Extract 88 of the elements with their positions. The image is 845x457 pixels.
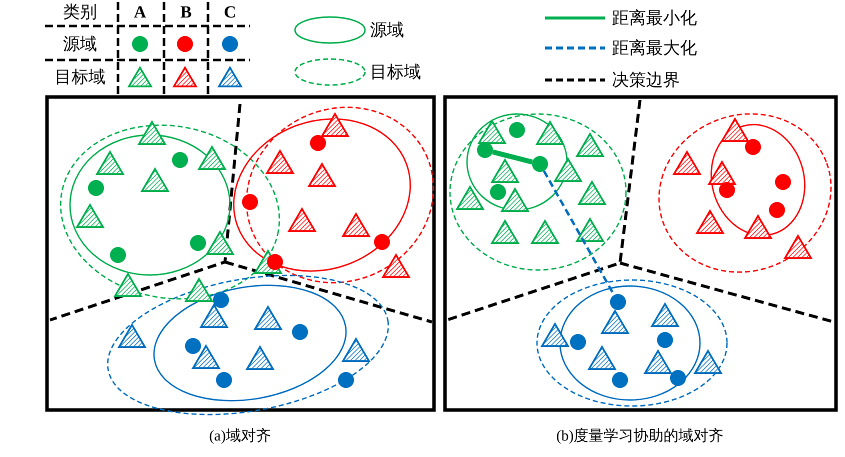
target-sample-triangle — [530, 219, 560, 244]
target-sample-triangle — [587, 345, 617, 370]
target-sample-triangle — [743, 214, 773, 239]
source-sample-dot — [570, 334, 586, 350]
target-sample-triangle — [720, 117, 750, 142]
target-sample-triangle — [184, 277, 214, 302]
source-sample-dot — [213, 292, 229, 308]
source-sample-dot — [185, 338, 201, 354]
target-sample-triangle — [287, 207, 317, 232]
target-sample-triangle — [695, 209, 725, 234]
source-sample-dot — [190, 235, 206, 251]
target-sample-triangle — [320, 112, 350, 137]
target-sample-triangle — [253, 305, 283, 330]
column-header: C — [224, 4, 236, 20]
source-sample-dot — [374, 234, 390, 250]
column-header: B — [180, 4, 192, 20]
source-sample-dot — [775, 174, 791, 190]
column-header: 类别 — [63, 4, 97, 20]
target-sample-triangle — [199, 303, 229, 328]
target-sample-triangle — [137, 120, 167, 145]
legend-label: 距离最小化 — [612, 10, 697, 26]
target-sample-triangle — [172, 66, 198, 88]
source-sample-dot — [769, 202, 785, 218]
target-sample-triangle — [191, 344, 221, 369]
target-sample-triangle — [341, 212, 371, 237]
target-sample-triangle — [500, 187, 530, 212]
target-sample-triangle — [217, 66, 243, 88]
target-sample-triangle — [490, 158, 520, 183]
target-sample-triangle — [575, 132, 605, 157]
target-sample-triangle — [95, 150, 125, 175]
panel-caption: (b)度量学习协助的域对齐 — [556, 430, 724, 444]
target-sample-triangle — [643, 349, 673, 374]
target-sample-triangle — [575, 217, 605, 242]
source-sample-dot — [477, 142, 493, 158]
target-sample-triangle — [113, 272, 143, 297]
legend-label: 决策边界 — [612, 72, 680, 88]
source-sample-dot — [88, 180, 104, 196]
target-sample-triangle — [693, 349, 723, 374]
row-header: 源域 — [63, 36, 97, 52]
source-sample-dot — [242, 194, 258, 210]
target-sample-triangle — [455, 185, 485, 210]
target-sample-triangle — [650, 302, 680, 327]
target-sample-triangle — [707, 160, 737, 185]
legend-label: 源域 — [370, 22, 404, 38]
target-sample-triangle — [600, 309, 630, 334]
target-sample-triangle — [672, 150, 702, 175]
source-sample-dot — [612, 372, 628, 388]
source-sample-dot — [670, 370, 686, 386]
source-sample-dot — [490, 184, 506, 200]
source-sample-dot — [172, 152, 188, 168]
source-sample-dot — [719, 182, 735, 198]
target-sample-triangle — [265, 149, 295, 174]
source-sample-dot — [610, 294, 626, 310]
source-sample-dot — [177, 36, 193, 52]
source-sample-dot — [216, 372, 232, 388]
target-sample-triangle — [307, 162, 337, 187]
target-sample-triangle — [117, 323, 147, 348]
source-sample-dot — [657, 332, 673, 348]
target-sample-triangle — [245, 345, 275, 370]
row-header: 目标域 — [54, 68, 106, 86]
source-sample-dot — [509, 122, 525, 138]
target-sample-triangle — [140, 167, 170, 192]
target-sample-triangle — [197, 145, 227, 170]
target-sample-triangle — [783, 234, 813, 259]
source-sample-dot — [267, 254, 283, 270]
target-sample-triangle — [127, 66, 153, 88]
source-sample-dot — [132, 36, 148, 52]
source-sample-dot — [338, 372, 354, 388]
source-sample-dot — [532, 156, 548, 172]
target-sample-triangle — [535, 120, 565, 145]
target-sample-triangle — [553, 157, 583, 182]
target-sample-triangle — [75, 203, 105, 228]
column-header: A — [134, 4, 146, 20]
source-sample-dot — [222, 36, 238, 52]
target-sample-triangle — [490, 219, 520, 244]
source-sample-dot — [310, 135, 326, 151]
target-sample-triangle — [341, 337, 371, 362]
target-sample-triangle — [381, 253, 411, 278]
source-sample-dot — [745, 139, 761, 155]
source-sample-dot — [292, 324, 308, 340]
target-sample-triangle — [540, 322, 570, 347]
target-sample-triangle — [477, 119, 507, 144]
source-sample-dot — [110, 247, 126, 263]
target-sample-triangle — [577, 180, 607, 205]
legend-label: 目标域 — [370, 64, 421, 80]
panel-caption: (a)域对齐 — [209, 430, 271, 444]
legend-label: 距离最大化 — [612, 40, 697, 56]
target-sample-triangle — [205, 230, 235, 255]
